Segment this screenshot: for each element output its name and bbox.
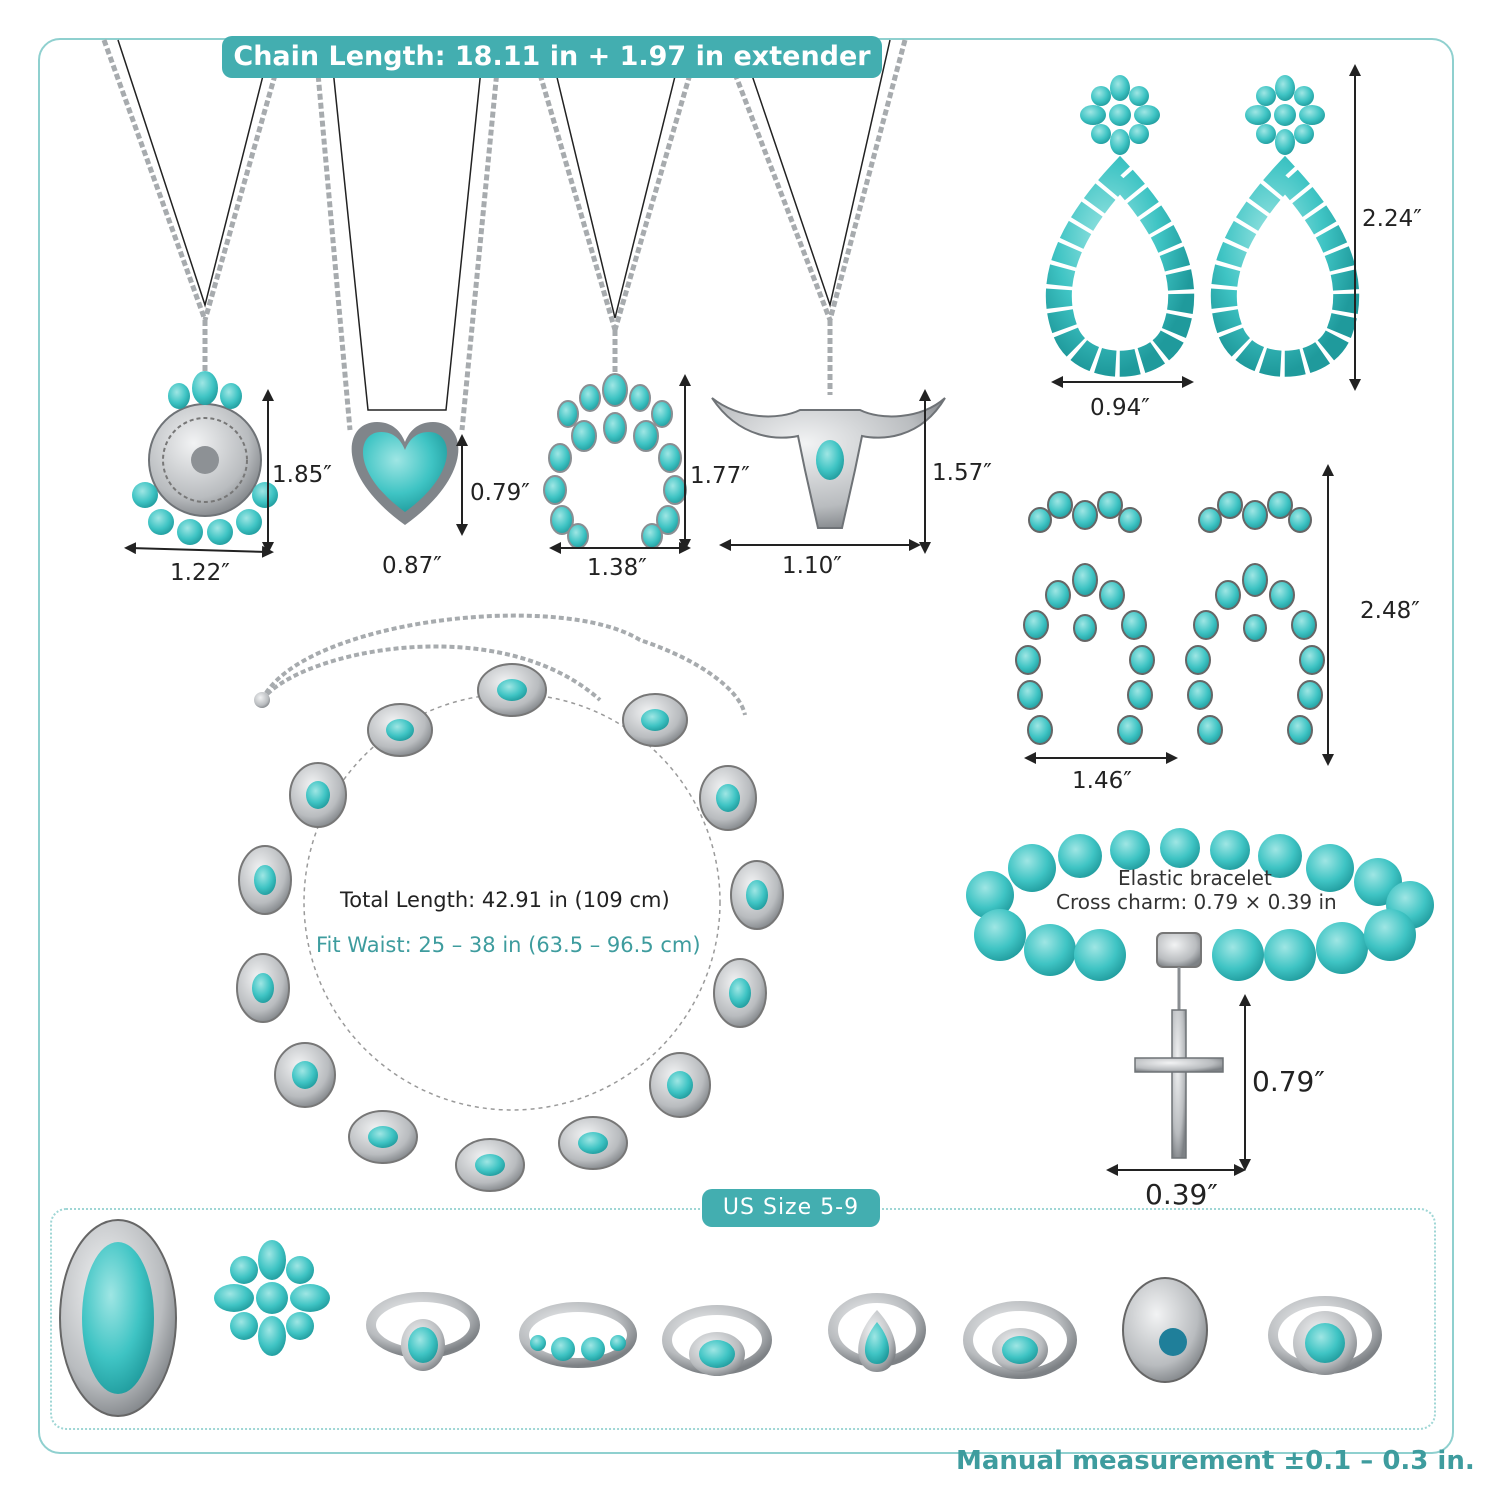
pendant-2-width: 0.87″ (382, 553, 442, 579)
belt-total-length: Total Length: 42.91 in (109 cm) (340, 888, 670, 912)
pendant-3-width: 1.38″ (587, 555, 647, 581)
bracelet-dimensions (1106, 994, 1251, 1176)
measurement-note: Manual measurement ±0.1 – 0.3 in. (956, 1446, 1475, 1476)
chain-length-banner: Chain Length: 18.11 in + 1.97 in extende… (222, 36, 882, 78)
belt-chain (260, 613, 747, 716)
pendant-2-height: 0.79″ (470, 480, 530, 506)
earring-2-width: 1.46″ (1072, 768, 1132, 794)
bracelet-cross-charm (1134, 932, 1224, 1159)
bracelet-title: Elastic bracelet (1118, 866, 1272, 890)
earring-squash-left (1015, 491, 1155, 745)
pendant-1-width: 1.22″ (170, 560, 230, 586)
rings-panel (50, 1208, 1436, 1430)
pendant-4-height: 1.57″ (932, 460, 992, 486)
cross-width: 0.39″ (1145, 1178, 1218, 1211)
belt-conchos (236, 663, 784, 1192)
bracelet-beads (966, 828, 1434, 981)
pendant-squash-blossom (543, 373, 687, 549)
earring-1-height: 2.24″ (1362, 206, 1422, 232)
pendant-heart (351, 422, 459, 525)
pendant-bull-skull (711, 397, 946, 529)
rings-row (59, 1219, 1382, 1417)
earring-squash-right (1185, 491, 1325, 745)
pendant-3-height: 1.77″ (690, 463, 750, 489)
pendant-concho (132, 371, 278, 545)
earring-1-width: 0.94″ (1090, 395, 1150, 421)
earring-teardrop-right (1210, 75, 1360, 377)
necklace-chains (101, 39, 908, 431)
ring-size-badge: US Size 5-9 (702, 1189, 880, 1227)
earring-teardrop-left (1045, 75, 1195, 377)
pendant-1-height: 1.85″ (272, 462, 332, 488)
pendant-4-width: 1.10″ (782, 553, 842, 579)
necklace-dimensions (124, 374, 931, 558)
belt-fit-waist: Fit Waist: 25 – 38 in (63.5 – 96.5 cm) (316, 933, 701, 957)
earring-dimensions (1024, 64, 1361, 766)
cross-height: 0.79″ (1252, 1065, 1325, 1098)
earring-2-height: 2.48″ (1360, 598, 1420, 624)
belt-end-ball (254, 692, 270, 708)
necklace-chain-inner (117, 39, 891, 411)
bracelet-charm-size: Cross charm: 0.79 × 0.39 in (1056, 890, 1337, 914)
